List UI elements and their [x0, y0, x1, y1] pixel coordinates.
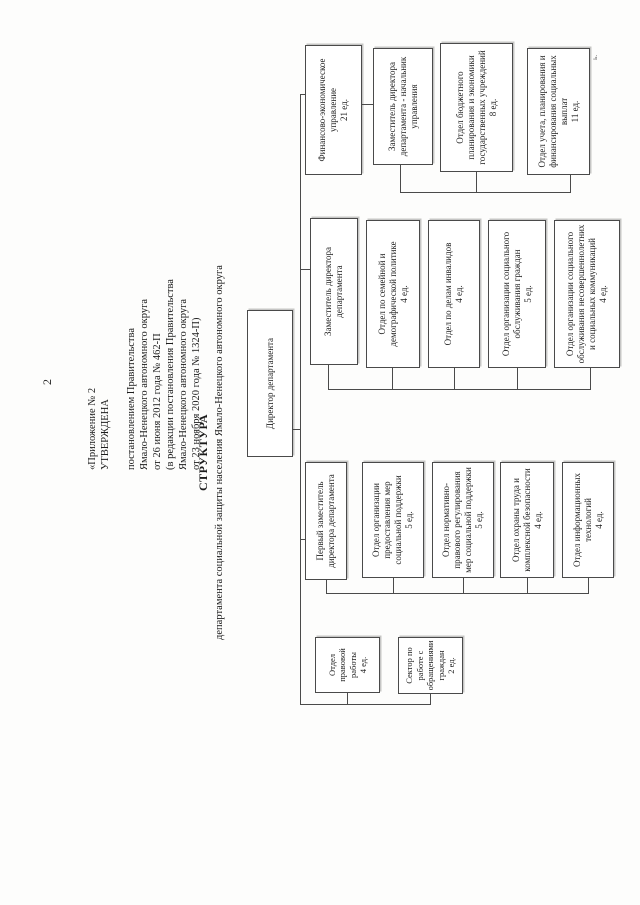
node-staff-count: 4 ед.: [398, 285, 409, 303]
node-social-support-provision-dept: Отдел организации предоставления мер соц…: [362, 462, 424, 578]
connector-stub-c4: [588, 577, 589, 594]
node-label: Первый заместитель директора департамент…: [315, 474, 336, 568]
node-staff-count: 5 ед.: [404, 511, 414, 529]
connector-stub-legal-dept: [347, 692, 348, 705]
node-staff-count: 4 ед.: [593, 511, 604, 529]
connector-left-bus: [300, 704, 431, 705]
node-label: Отдел организации социального обслуживан…: [565, 224, 597, 364]
connector-trunk: [300, 94, 301, 705]
scan-artifact: ь.: [590, 54, 599, 60]
node-label: Отдел охраны труда и комплексной безопас…: [510, 468, 532, 572]
node-label: Отдел учета, планирования и финансирован…: [536, 55, 569, 168]
approval-line: Ямало-Ненецкого автономного округа: [139, 298, 150, 470]
node-director-department: Директор департамента: [247, 310, 293, 457]
connector-deputy-spine: [328, 389, 590, 390]
connector-drop-finance: [300, 94, 306, 95]
node-label: Отдел организации предоставления мер соц…: [371, 475, 403, 565]
node-staff-count: 4 ед.: [358, 656, 368, 674]
connector-stub-b2: [454, 367, 455, 390]
title-block: СТРУКТУРА департамента социальной защиты…: [196, 0, 225, 905]
node-staff-count: 8 ед.: [487, 98, 498, 117]
node-social-services-org-dept: Отдел организации социального обслуживан…: [488, 220, 546, 368]
node-staff-count: 4 ед.: [598, 285, 608, 303]
node-legal-regulation-dept: Отдел нормативно-правового регулирования…: [432, 462, 494, 578]
document-title: СТРУКТУРА: [196, 414, 210, 491]
approval-line: Ямало-Ненецкого автономного округа: [178, 298, 189, 470]
node-labor-safety-dept: Отдел охраны труда и комплексной безопас…: [500, 462, 554, 578]
node-legal-work-dept: Отдел правовой работы 4 ед.: [315, 637, 380, 693]
approval-block: «Приложение № 2 УТВЕРЖДЕНА постановление…: [86, 279, 203, 470]
node-it-dept: Отдел информационных технологий 4 ед.: [562, 462, 614, 578]
node-first-deputy-director: Первый заместитель директора департамент…: [305, 462, 347, 580]
node-label: Финансово-экономическое управление: [317, 58, 338, 162]
node-staff-count: 2 ед.: [446, 657, 457, 674]
connector-finance-spine: [400, 192, 570, 193]
connector-stub-b4: [590, 367, 591, 390]
node-staff-count: 4 ед.: [532, 511, 543, 529]
connector-stub-a2: [476, 171, 477, 193]
node-label: Отдел по семейной и демографической поли…: [376, 241, 398, 347]
node-staff-count: 21 ед.: [339, 99, 349, 121]
approval-line: (в редакции постановления Правительства: [165, 279, 176, 470]
page-number: 2: [40, 379, 54, 385]
node-label: Отдел информационных технологий: [571, 473, 593, 567]
node-deputy-director-head-of-directorate: Заместитель директора департамента - нач…: [373, 48, 433, 165]
connector-stub-c1: [393, 577, 394, 594]
node-label: Отдел по делам инвалидов: [443, 242, 453, 346]
connector-stub-a1: [400, 164, 401, 193]
connector-first-deputy-spine: [326, 593, 588, 594]
connector-stub-c-head: [326, 579, 327, 594]
document-subtitle: департамента социальной защиты населения…: [214, 265, 225, 640]
connector-stub-b-head: [328, 364, 329, 390]
node-label: Сектор по работе с обращениями граждан: [404, 640, 446, 691]
connector-stub-c3: [527, 577, 528, 594]
approval-gap: [112, 279, 125, 470]
node-label: Отдел организации социального обслуживан…: [500, 231, 522, 357]
approval-line: от 26 июня 2012 года № 462-П: [152, 333, 163, 470]
node-budget-planning-dept: Отдел бюджетного планирования и экономик…: [440, 43, 513, 172]
node-staff-count: 11 ед.: [569, 100, 580, 123]
node-disabled-affairs-dept: Отдел по делам инвалидов 4 ед.: [428, 220, 480, 368]
connector-stub-a3: [570, 174, 571, 193]
approval-line: «Приложение № 2: [87, 387, 98, 470]
node-family-demography-dept: Отдел по семейной и демографической поли…: [366, 220, 420, 368]
connector-stub-b3: [517, 367, 518, 390]
node-accounting-financing-dept: Отдел учета, планирования и финансирован…: [527, 48, 590, 175]
node-staff-count: 5 ед.: [474, 511, 484, 529]
node-label: Отдел бюджетного планирования и экономик…: [454, 50, 487, 165]
node-label: Заместитель директора департамента: [323, 247, 344, 336]
connector-drop-first-deputy: [300, 539, 306, 540]
connector-stub-appeals-sector: [430, 693, 431, 705]
connector-stub-b1: [392, 367, 393, 390]
node-label: Отдел правовой работы: [326, 648, 358, 682]
node-label: Директор департамента: [264, 337, 275, 430]
connector-stub-c2: [463, 577, 464, 594]
node-staff-count: 4 ед.: [454, 285, 464, 303]
node-staff-count: 5 ед.: [522, 285, 533, 303]
node-minors-social-communications-dept: Отдел организации социального обслуживан…: [554, 220, 620, 368]
node-fin-econ-directorate: Финансово-экономическое управление 21 ед…: [305, 45, 362, 175]
node-citizens-appeals-sector: Сектор по работе с обращениями граждан 2…: [398, 637, 463, 694]
connector-finance-head-to-deputy: [362, 104, 373, 105]
connector-drop-deputy: [300, 269, 311, 270]
node-deputy-director: Заместитель директора департамента: [310, 218, 358, 365]
node-label: Заместитель директора департамента - нач…: [386, 56, 419, 157]
approval-line: УТВЕРЖДЕНА: [100, 399, 111, 470]
approval-line: постановлением Правительства: [126, 327, 137, 470]
node-label: Отдел нормативно-правового регулирования…: [441, 467, 473, 573]
